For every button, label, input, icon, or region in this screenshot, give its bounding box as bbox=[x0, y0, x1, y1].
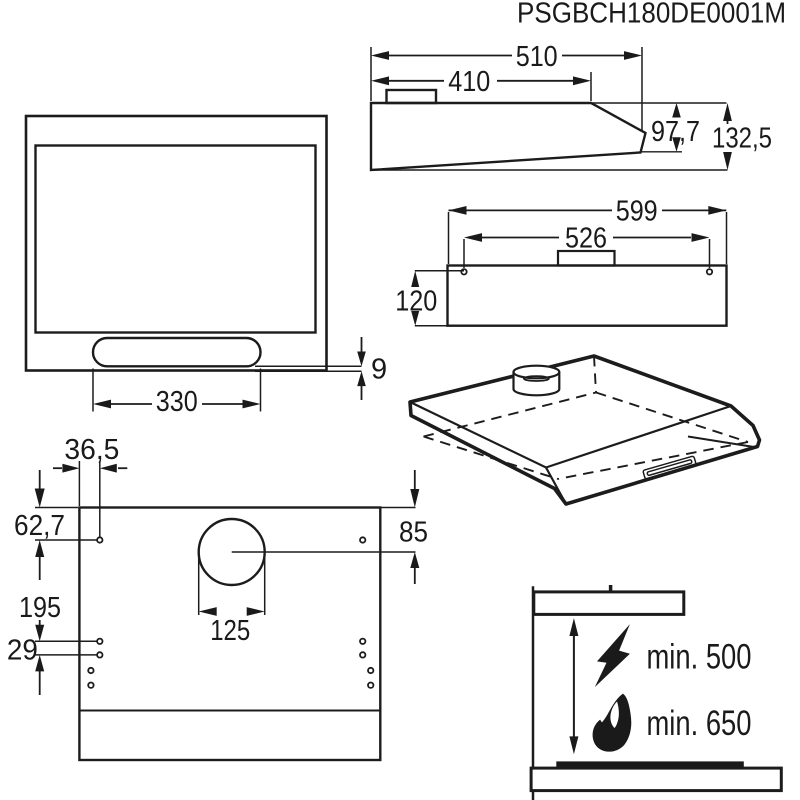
svg-text:410: 410 bbox=[448, 66, 490, 98]
svg-text:62,7: 62,7 bbox=[14, 510, 65, 542]
svg-text:120: 120 bbox=[395, 286, 437, 318]
svg-text:125: 125 bbox=[210, 615, 250, 647]
svg-text:PSGBCH180DE0001M: PSGBCH180DE0001M bbox=[517, 0, 786, 30]
svg-text:195: 195 bbox=[19, 592, 61, 624]
svg-text:526: 526 bbox=[565, 222, 607, 254]
svg-text:min. 650: min. 650 bbox=[647, 704, 752, 743]
svg-text:min. 500: min. 500 bbox=[647, 638, 752, 677]
svg-text:132,5: 132,5 bbox=[712, 123, 772, 155]
svg-text:510: 510 bbox=[516, 41, 558, 73]
svg-text:330: 330 bbox=[156, 386, 198, 418]
svg-text:9: 9 bbox=[371, 353, 387, 385]
svg-text:29: 29 bbox=[7, 634, 38, 666]
svg-text:97,7: 97,7 bbox=[651, 116, 700, 148]
svg-text:85: 85 bbox=[399, 517, 428, 549]
svg-text:599: 599 bbox=[616, 195, 658, 227]
svg-text:36,5: 36,5 bbox=[64, 434, 119, 466]
